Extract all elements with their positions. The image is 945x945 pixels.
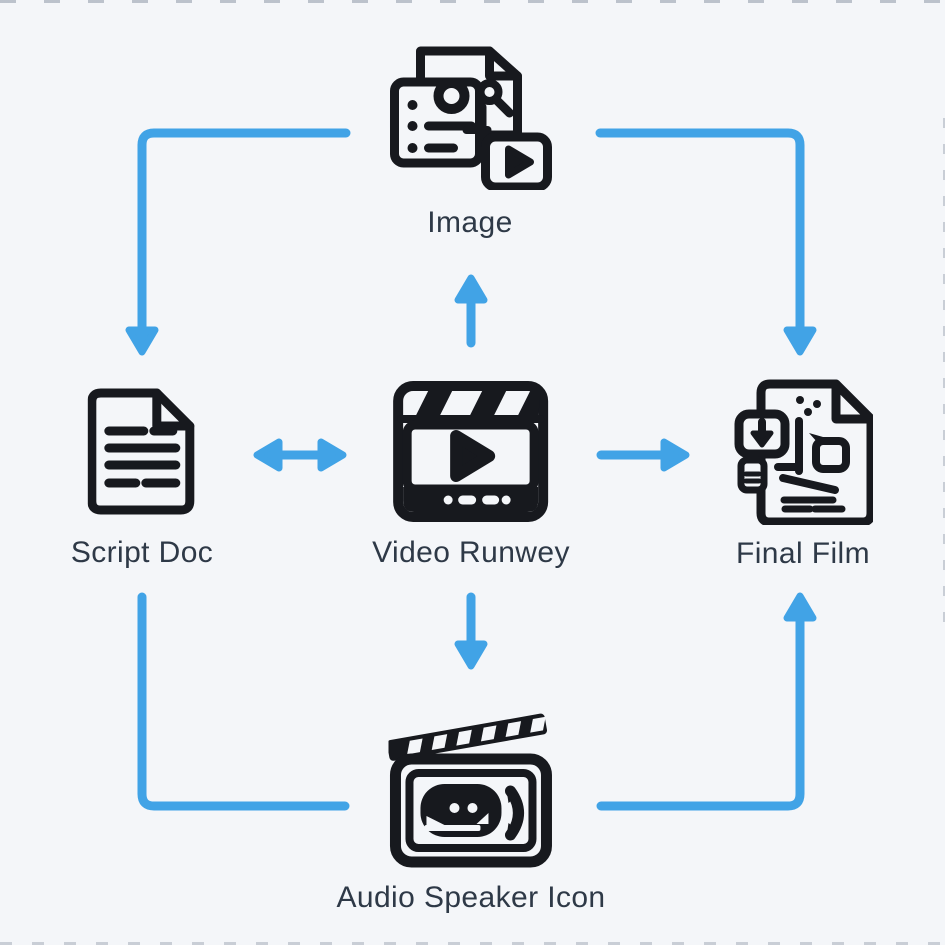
edge-line — [596, 610, 805, 811]
film-strip — [388, 713, 548, 761]
final-film-document-icon — [734, 379, 873, 525]
edge-line — [137, 592, 350, 811]
edge-image-to-final-film — [595, 128, 817, 356]
arrowhead-up — [783, 592, 817, 622]
audio-speaker-clapperboard-icon — [388, 713, 552, 868]
arrowhead-right — [660, 438, 690, 472]
arrowhead-up — [454, 274, 488, 304]
node-label-final-film: Final Film — [735, 537, 870, 570]
arrowhead-down — [783, 326, 817, 356]
node-image: Image — [388, 45, 553, 240]
edge-script-doc-to-audio — [137, 592, 350, 811]
script-document-icon — [88, 388, 195, 515]
edge-image-to-script-doc — [125, 128, 351, 356]
edge-video-to-audio — [454, 592, 488, 670]
node-label-script-doc: Script Doc — [70, 536, 214, 569]
node-video-runwey: Video Runwey — [372, 381, 570, 570]
arrowhead-down — [454, 640, 488, 670]
arrowhead-right — [317, 438, 347, 472]
node-script-doc: Script Doc — [71, 388, 213, 570]
arrowhead-down — [125, 326, 159, 356]
node-label-image: Image — [427, 206, 513, 239]
arrowhead-left — [253, 438, 283, 472]
node-audio-speaker: Audio Speaker Icon — [336, 703, 605, 915]
node-label-video-runwey: Video Runwey — [372, 536, 570, 569]
image-document-play-icon — [390, 46, 552, 190]
edge-line — [137, 128, 351, 336]
edge-audio-to-final-film — [596, 592, 817, 811]
edge-line — [595, 128, 805, 336]
edge-script-doc-video-bidirectional — [253, 438, 347, 472]
clapperboard-play-icon — [393, 381, 549, 522]
edge-video-to-final-film — [596, 438, 690, 472]
node-final-film: Final Film — [733, 375, 873, 571]
node-label-audio-speaker: Audio Speaker Icon — [336, 881, 606, 914]
edge-video-to-image — [454, 274, 488, 348]
